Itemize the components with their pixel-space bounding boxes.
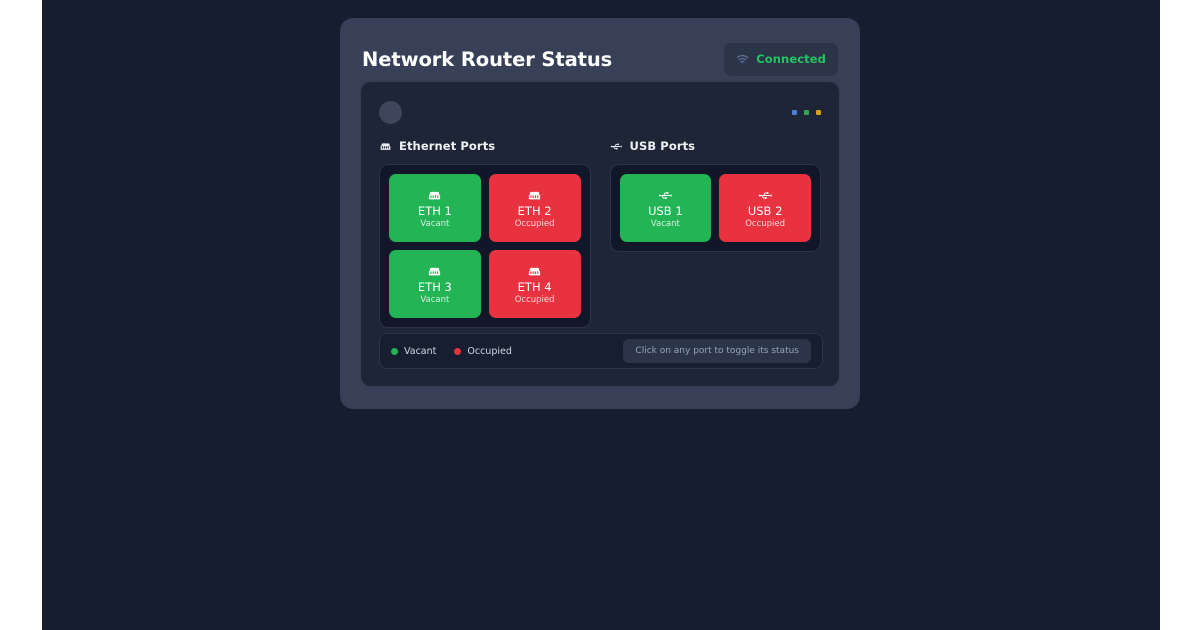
section-header-ethernet: Ethernet Ports <box>379 138 591 154</box>
usb-icon <box>610 137 623 156</box>
usb-icon <box>658 187 673 200</box>
activity-dot <box>804 109 809 115</box>
ethernet-ports-grid: ETH 1 Vacant <box>389 174 581 318</box>
toggle-hint: Click on any port to toggle its status <box>623 339 811 363</box>
legend-label: Occupied <box>467 345 512 357</box>
section-header-usb: USB Ports <box>610 138 822 154</box>
page-title: Network Router Status <box>362 47 613 71</box>
port-usb-1[interactable]: USB 1 Vacant <box>619 174 712 242</box>
occupied-dot-icon <box>454 347 462 355</box>
port-usb-2[interactable]: USB 2 Occupied <box>719 174 811 242</box>
ethernet-ports-box: ETH 1 Vacant <box>379 164 591 328</box>
port-name: ETH 4 <box>517 279 552 294</box>
port-eth-1[interactable]: ETH 1 Vacant <box>389 174 481 242</box>
ethernet-icon <box>427 187 442 200</box>
port-eth-4[interactable]: ETH 4 Occupied <box>488 250 581 318</box>
status-legend: Vacant Occupied <box>391 346 512 357</box>
connection-status-badge[interactable]: Connected <box>724 42 838 76</box>
led-indicator-group <box>792 109 821 115</box>
section-title-ethernet: Ethernet Ports <box>399 139 496 153</box>
port-sections: Ethernet Ports <box>379 138 821 328</box>
port-eth-3[interactable]: ETH 3 Vacant <box>389 250 481 318</box>
link-dot <box>792 109 797 115</box>
router-device-card: Ethernet Ports <box>360 81 840 387</box>
usb-icon <box>758 187 773 200</box>
port-name: ETH 3 <box>417 279 452 294</box>
usb-ports-box: USB 1 Vacant <box>609 164 821 252</box>
port-name: USB 1 <box>648 203 683 218</box>
ethernet-icon <box>527 263 542 276</box>
ethernet-icon <box>427 263 442 276</box>
port-name: ETH 1 <box>417 203 452 218</box>
ethernet-icon <box>527 187 542 200</box>
router-status-dot <box>379 100 402 124</box>
legend-footer: Vacant Occupied Click on any port to tog… <box>379 333 823 369</box>
port-status: Vacant <box>420 218 450 229</box>
connection-status-label: Connected <box>756 52 826 66</box>
port-name: USB 2 <box>747 203 783 218</box>
legend-item-occupied: Occupied <box>454 346 512 357</box>
router-status-panel: Network Router Status Connected <box>340 18 860 409</box>
usb-ports-grid: USB 1 Vacant <box>619 174 811 242</box>
panel-header: Network Router Status Connected <box>340 18 860 80</box>
legend-label: Vacant <box>404 345 437 357</box>
wifi-icon <box>736 50 749 69</box>
ethernet-icon <box>379 137 392 156</box>
port-status: Vacant <box>420 294 450 305</box>
port-status: Occupied <box>514 218 555 229</box>
card-topbar <box>379 99 821 125</box>
power-dot <box>816 109 821 115</box>
port-status: Occupied <box>745 218 786 229</box>
page-canvas: Network Router Status Connected <box>42 0 1160 630</box>
port-name: ETH 2 <box>517 203 552 218</box>
port-status: Vacant <box>650 218 680 229</box>
section-usb: USB Ports <box>609 138 822 328</box>
section-title-usb: USB Ports <box>629 139 696 153</box>
port-eth-2[interactable]: ETH 2 Occupied <box>488 174 581 242</box>
port-status: Occupied <box>514 294 555 305</box>
section-ethernet: Ethernet Ports <box>379 138 591 328</box>
legend-item-vacant: Vacant <box>391 346 436 357</box>
vacant-dot-icon <box>391 347 398 355</box>
